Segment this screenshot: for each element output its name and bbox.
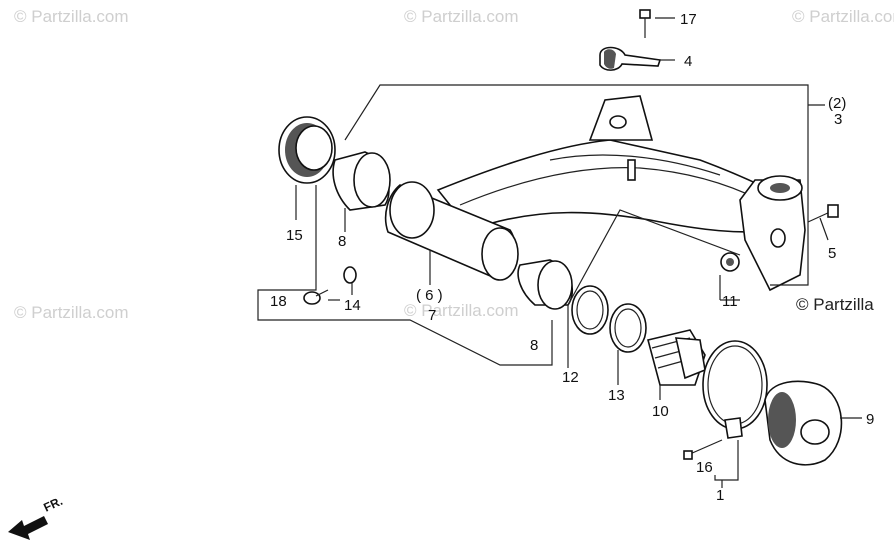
callout-15: 15 bbox=[286, 227, 303, 244]
callout-13: 13 bbox=[608, 387, 625, 404]
clamp-band-part-1 bbox=[702, 340, 768, 439]
callout-3: 3 bbox=[834, 111, 842, 128]
callout-9: 9 bbox=[866, 411, 874, 428]
pivot-collar-part-6 bbox=[384, 181, 519, 281]
circlip-part-12 bbox=[571, 285, 609, 335]
callout-18: 18 bbox=[270, 293, 287, 310]
callout-2: (2) bbox=[828, 95, 846, 112]
bushing-part-8-upper bbox=[332, 151, 391, 211]
callout-17: 17 bbox=[680, 11, 697, 28]
watermark-mid-right: © Partzilla bbox=[796, 295, 874, 314]
bolt-part-18 bbox=[303, 289, 329, 305]
callout-6: ( 6 ) bbox=[416, 287, 443, 304]
bolt-part-16 bbox=[683, 439, 723, 460]
clamp-part-4 bbox=[599, 46, 662, 71]
callout-5: 5 bbox=[828, 245, 836, 262]
callout-1: 1 bbox=[716, 487, 724, 504]
front-direction-indicator: FR. bbox=[8, 494, 65, 540]
boot-part-9 bbox=[764, 380, 843, 466]
arrow-icon bbox=[8, 516, 48, 540]
direction-label: FR. bbox=[41, 494, 64, 515]
nut-part-11 bbox=[720, 252, 740, 272]
watermark-top-center: © Partzilla.com bbox=[404, 7, 519, 26]
callout-4: 4 bbox=[684, 53, 692, 70]
watermark-top-left: © Partzilla.com bbox=[14, 7, 129, 26]
seal-part-15 bbox=[278, 116, 336, 184]
bolt-part-5 bbox=[807, 204, 839, 223]
circlip-part-13 bbox=[609, 303, 647, 353]
watermark-mid-center: © Partzilla.com bbox=[404, 301, 519, 320]
leader-lines bbox=[257, 17, 862, 488]
watermark-mid-left: © Partzilla.com bbox=[14, 303, 129, 322]
pivot-bolt-part-10 bbox=[647, 329, 706, 386]
callout-8-lower: 8 bbox=[530, 337, 538, 354]
bushing-part-8-lower bbox=[517, 259, 574, 310]
watermark-top-right: © Partzilla.com bbox=[792, 7, 894, 26]
grease-fitting-part-14 bbox=[343, 266, 357, 284]
swingarm bbox=[436, 95, 806, 292]
callout-11: 11 bbox=[722, 293, 738, 310]
grease-fitting bbox=[627, 159, 636, 181]
callout-16: 16 bbox=[696, 459, 713, 476]
callout-12: 12 bbox=[562, 369, 579, 386]
bolt-part-17 bbox=[639, 9, 651, 38]
callout-7: 7 bbox=[428, 307, 436, 324]
callout-8-upper: 8 bbox=[338, 233, 346, 250]
callout-10: 10 bbox=[652, 403, 669, 420]
callout-14: 14 bbox=[344, 297, 361, 314]
